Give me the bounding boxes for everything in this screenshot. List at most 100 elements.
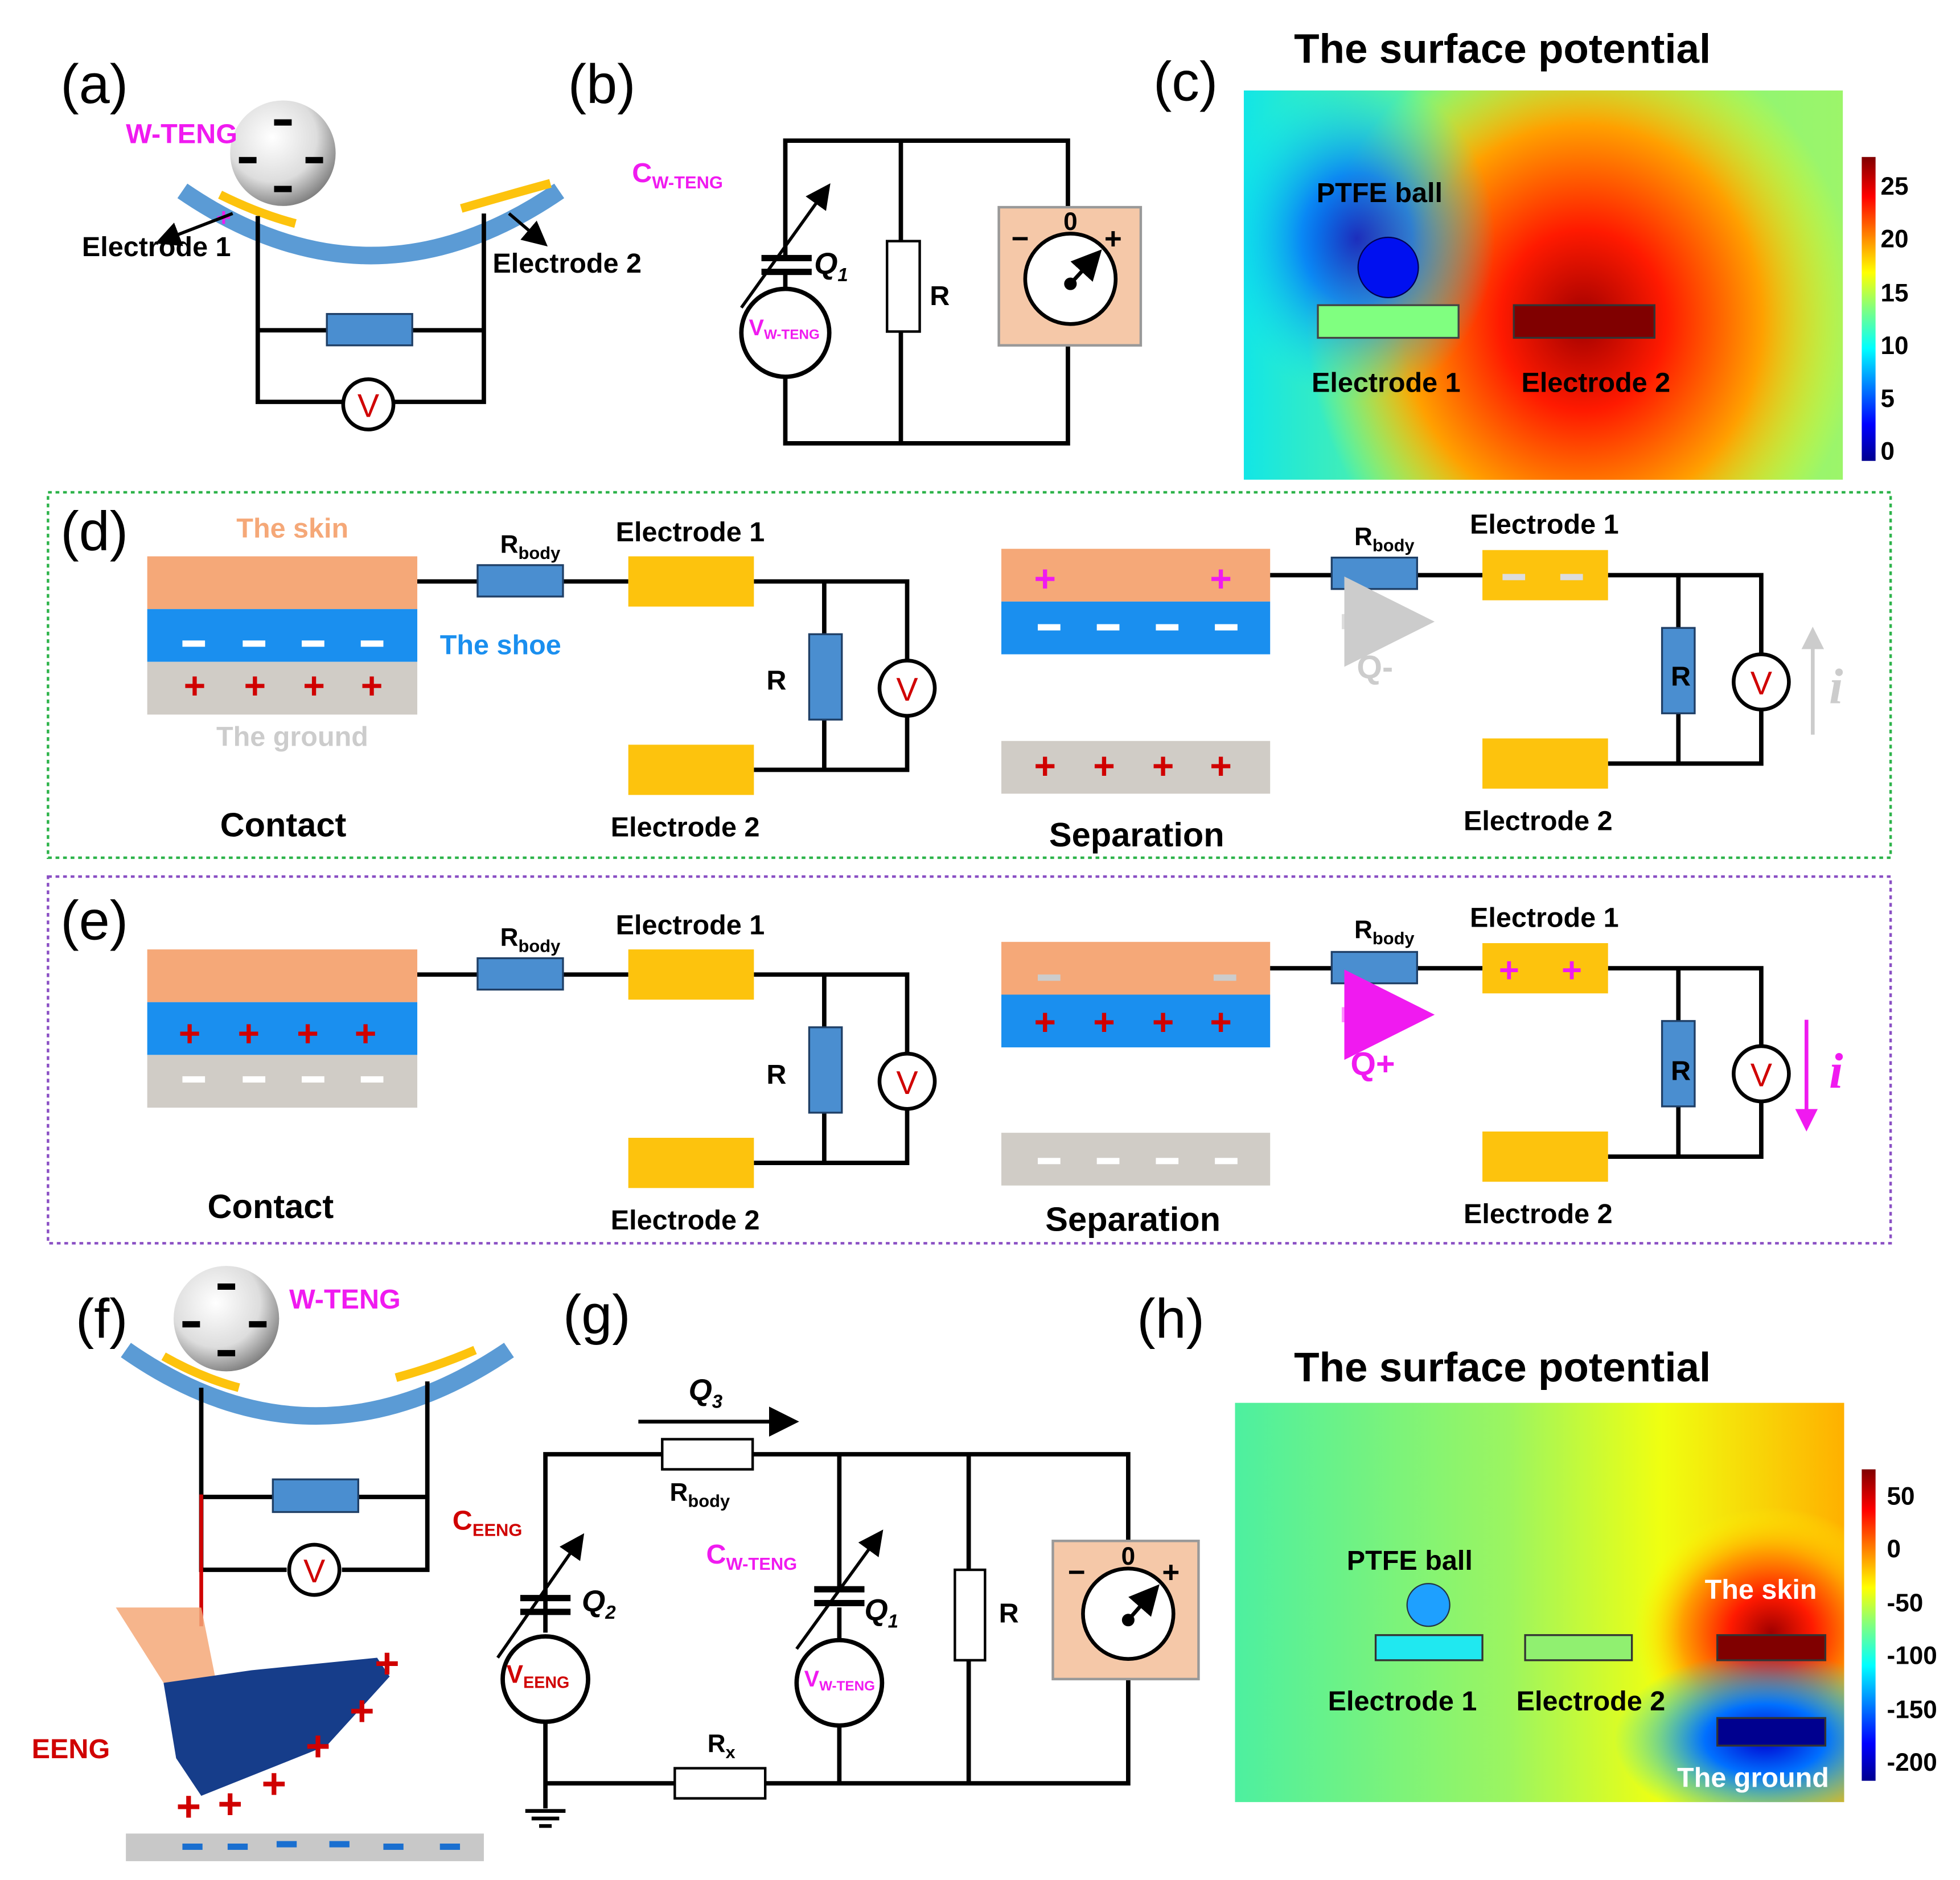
panel-label-c: (c) bbox=[1153, 51, 1218, 113]
q2-label: Q2 bbox=[582, 1585, 616, 1623]
electrode-2-label: Electrode 2 bbox=[1464, 805, 1613, 836]
electrode-2-label: Electrode 2 bbox=[1521, 367, 1670, 398]
ptfe-ball-label: PTFE ball bbox=[1347, 1545, 1473, 1576]
q3-label: Q3 bbox=[689, 1373, 723, 1412]
electrode-2-label: Electrode 2 bbox=[1517, 1686, 1666, 1717]
w-teng-label: W-TENG bbox=[289, 1284, 401, 1315]
shoe-positive-charges: ++++ bbox=[1034, 1001, 1232, 1043]
meter-minus: − bbox=[1012, 222, 1029, 256]
ceeng-label: CEENG bbox=[453, 1505, 523, 1540]
colorbar-tick: 15 bbox=[1880, 279, 1908, 307]
resistor-label: R bbox=[1671, 1056, 1691, 1087]
panel-e: (e) ++++ Contact Rbody Electrode 1 Elect… bbox=[47, 875, 1892, 1245]
w-teng-label: W-TENG bbox=[126, 119, 237, 150]
shoe-layer bbox=[147, 609, 418, 662]
svg-text:+: + bbox=[303, 665, 325, 707]
skin-layer bbox=[147, 949, 418, 1002]
rbody-label: Rbody bbox=[670, 1479, 730, 1511]
panel-label-d: (d) bbox=[60, 500, 128, 562]
colorbar-tick: -150 bbox=[1887, 1696, 1937, 1723]
panel-d: (d) ++++ The skin The shoe The ground Co… bbox=[47, 491, 1892, 859]
electrode-2 bbox=[1482, 1131, 1608, 1182]
ptfe-ball bbox=[1406, 1583, 1451, 1627]
panel-label-b: (b) bbox=[568, 53, 636, 115]
q1-label: Q1 bbox=[865, 1593, 899, 1632]
electrode-1 bbox=[628, 949, 754, 1000]
colorbar-tick: -50 bbox=[1887, 1589, 1924, 1617]
electrode-1-strip bbox=[161, 1352, 240, 1392]
svg-text:+: + bbox=[261, 1760, 286, 1808]
rbody-label: Rbody bbox=[1354, 916, 1415, 948]
electrode-2 bbox=[1482, 738, 1608, 789]
ground-positive-charges: ++++ bbox=[1034, 745, 1232, 787]
resistor-r bbox=[808, 1026, 843, 1114]
colorbar-tick: 10 bbox=[1880, 332, 1908, 360]
heatmap-title: The surface potential bbox=[1294, 26, 1711, 72]
electrode-2 bbox=[628, 744, 754, 795]
svg-text:+: + bbox=[176, 1782, 201, 1830]
shoe-positive-charges: ++++++ bbox=[176, 1639, 399, 1830]
electrode-1-negative-charges bbox=[1502, 574, 1583, 581]
resistor-rx bbox=[673, 1767, 767, 1800]
vw-teng-label: VW-TENG bbox=[804, 1667, 875, 1694]
electrode-1-label: Electrode 1 bbox=[1470, 902, 1619, 933]
skin-block bbox=[1716, 1634, 1827, 1661]
needle-pivot bbox=[1064, 277, 1077, 290]
colorbar-tick: 20 bbox=[1880, 225, 1908, 253]
load-resistor bbox=[272, 1478, 359, 1513]
meter-plus: + bbox=[1104, 222, 1122, 256]
voltmeter-symbol: V bbox=[358, 388, 379, 425]
wteng-variable-capacitor bbox=[795, 1529, 884, 1650]
electrode-1 bbox=[628, 556, 754, 607]
load-resistor bbox=[326, 312, 413, 347]
svg-text:+: + bbox=[350, 1687, 375, 1735]
leg-skin bbox=[116, 1607, 217, 1683]
resistor-r bbox=[1661, 627, 1696, 714]
ground-negative-charges bbox=[1037, 1158, 1238, 1165]
voltmeter bbox=[877, 659, 937, 718]
charge-flow-label: Q- bbox=[1357, 649, 1393, 685]
svg-text:+: + bbox=[306, 1722, 331, 1770]
skin-positive-charges: ++ bbox=[1034, 558, 1232, 600]
resistor-r bbox=[1661, 1020, 1696, 1108]
ptfe-ball bbox=[230, 100, 336, 206]
contact-label: Contact bbox=[220, 805, 347, 844]
charge-q1-label: Q1 bbox=[814, 247, 848, 286]
panel-f: (f) W-TENG V ++++++ EENG bbox=[32, 1266, 514, 1861]
low-potential-region bbox=[1243, 90, 1495, 402]
ground-bar bbox=[126, 1833, 484, 1861]
electrode-1-positive-charges: ++ bbox=[1499, 951, 1582, 990]
ground-label: The ground bbox=[1677, 1763, 1829, 1793]
veeng-label: VEENG bbox=[507, 1661, 570, 1692]
shoe-layer bbox=[1001, 994, 1271, 1048]
eeng-label: EENG bbox=[32, 1734, 110, 1764]
shoe-label: The shoe bbox=[440, 630, 561, 661]
colorbar-tick: -100 bbox=[1887, 1642, 1937, 1669]
skin-layer bbox=[147, 556, 418, 610]
circuit-wires bbox=[255, 213, 486, 404]
svg-text:+: + bbox=[1562, 951, 1582, 990]
svg-text:+: + bbox=[1210, 745, 1232, 787]
ground-negative-charges bbox=[182, 1076, 384, 1083]
body-resistor bbox=[476, 957, 564, 991]
resistor-label: R bbox=[766, 665, 786, 696]
electrode-2-label: Electrode 2 bbox=[492, 248, 642, 279]
electrode-1-label: Electrode 1 bbox=[1328, 1686, 1477, 1717]
meter-zero: 0 bbox=[1063, 208, 1078, 236]
capacitor-label: CW-TENG bbox=[632, 158, 723, 192]
ground-label: The ground bbox=[216, 722, 368, 752]
electrode-2-strip bbox=[460, 179, 552, 213]
meter-plus: + bbox=[1162, 1556, 1180, 1589]
ptfe-ball bbox=[1357, 236, 1419, 299]
electrode-2-label: Electrode 2 bbox=[1464, 1199, 1613, 1229]
svg-text:+: + bbox=[1152, 745, 1174, 787]
ground-symbol bbox=[525, 1809, 566, 1828]
resistor-label: R bbox=[1671, 661, 1691, 692]
ground-layer bbox=[1001, 741, 1271, 794]
svg-text:+: + bbox=[297, 1013, 319, 1055]
electrode-1 bbox=[1482, 550, 1608, 600]
electrode-1 bbox=[1482, 943, 1608, 994]
body-resistor bbox=[661, 1438, 754, 1471]
voltmeter bbox=[287, 1542, 342, 1597]
